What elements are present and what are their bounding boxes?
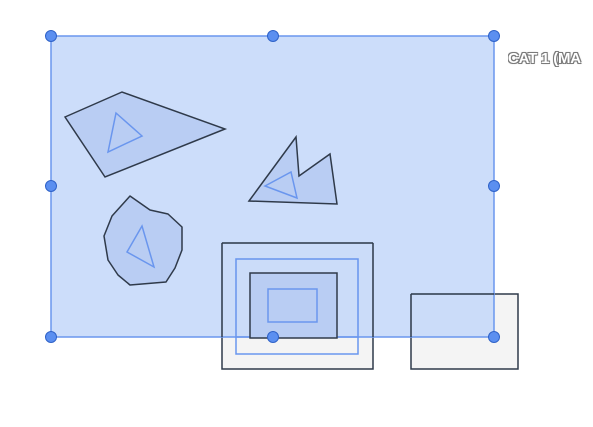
nested-rectangle-inner[interactable] (267, 288, 318, 323)
jagged-polygon-shape[interactable] (247, 134, 338, 205)
handle-bottom-center-icon[interactable] (267, 331, 279, 343)
handle-top-right-icon[interactable] (488, 30, 500, 42)
handle-top-left-icon[interactable] (45, 30, 57, 42)
kite-inner-triangle[interactable] (106, 111, 144, 154)
resize-handles (45, 30, 500, 343)
handle-top-center-icon[interactable] (267, 30, 279, 42)
blob-inner-triangle[interactable] (125, 224, 156, 269)
handle-bottom-left-icon[interactable] (45, 331, 57, 343)
jagged-inner-triangle[interactable] (263, 170, 299, 200)
nested-rectangle-middle[interactable] (249, 272, 338, 339)
kite-polygon-shape[interactable] (63, 91, 228, 178)
handle-bottom-right-icon[interactable] (488, 331, 500, 343)
blob-polygon-shape[interactable] (103, 195, 183, 286)
handle-middle-left-icon[interactable] (45, 180, 57, 192)
handle-middle-right-icon[interactable] (488, 180, 500, 192)
selection-label: CAT 1 (MA (508, 50, 581, 67)
